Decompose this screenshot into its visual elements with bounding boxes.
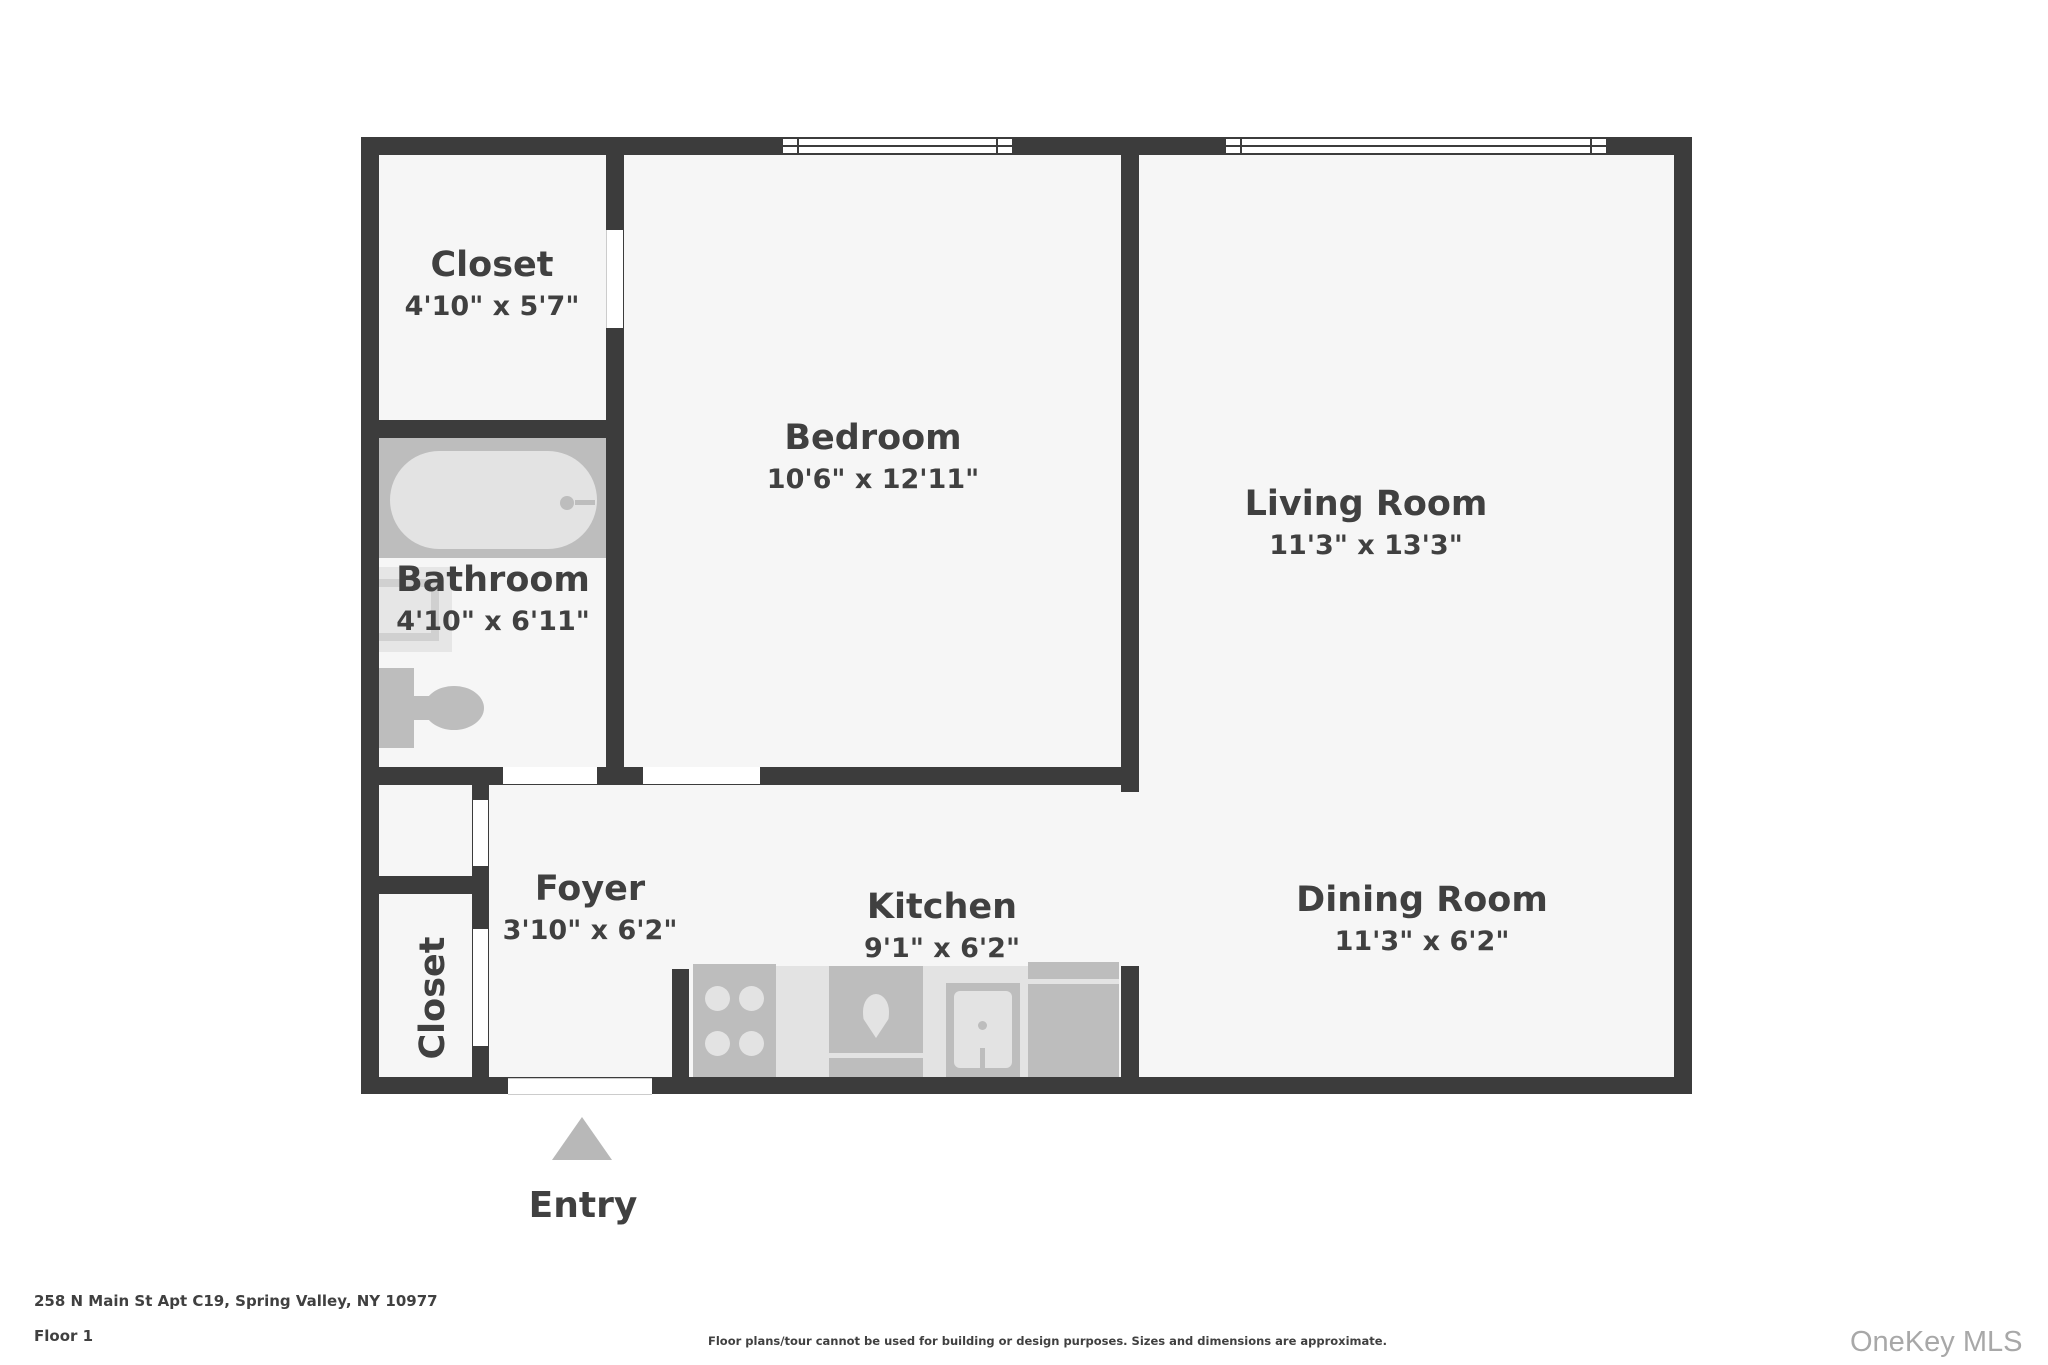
watermark-logo: OneKey MLS (1850, 1326, 2023, 1358)
kitchen-wall-left (672, 969, 689, 1094)
room-label-kitchen: Kitchen 9'1" x 6'2" (863, 887, 1021, 964)
outer-wall-left (361, 137, 379, 1094)
entry-arrow-icon (552, 1117, 612, 1160)
entry-door[interactable] (508, 1078, 652, 1095)
closet-door[interactable] (606, 230, 623, 328)
room-label-closet-bottom: Closet (413, 936, 453, 1059)
dishwasher-drawer (829, 1058, 923, 1077)
floor-label: Floor 1 (34, 1327, 94, 1345)
bedroom-door[interactable] (643, 767, 760, 784)
property-address: 258 N Main St Apt C19, Spring Valley, NY… (34, 1292, 438, 1310)
room-label-foyer: Foyer 3'10" x 6'2" (502, 869, 678, 946)
room-name: Closet (430, 245, 554, 285)
bathroom-door[interactable] (503, 767, 597, 784)
room-dimensions: 3'10" x 6'2" (502, 915, 678, 946)
room-dimensions: 9'1" x 6'2" (863, 933, 1021, 964)
room-name: Dining Room (1296, 880, 1548, 920)
wall-bedroom-living (1121, 137, 1139, 792)
room-label-bedroom: Bedroom 10'6" x 12'11" (766, 418, 980, 495)
kitchen-wall-right (1121, 966, 1139, 1094)
kitchen-sink-icon (946, 983, 1020, 1077)
foyer-closet-door[interactable] (473, 929, 488, 1046)
room-name: Foyer (534, 869, 646, 909)
bedroom-window (783, 137, 1012, 155)
room-label-living-room: Living Room 11'3" x 13'3" (1244, 484, 1488, 561)
refrigerator-icon (1028, 962, 1119, 1077)
room-dimensions: 4'10" x 5'7" (404, 291, 580, 322)
entry-label: Entry (528, 1185, 638, 1226)
dishwasher-icon (829, 966, 923, 1053)
room-label-bathroom: Bathroom 4'10" x 6'11" (396, 560, 590, 637)
room-dimensions: 10'6" x 12'11" (766, 464, 980, 495)
outer-wall-right (1674, 137, 1692, 1094)
room-dimensions: 11'3" x 13'3" (1269, 530, 1463, 561)
living-room-window (1226, 137, 1606, 155)
room-dimensions: 4'10" x 6'11" (396, 606, 590, 637)
toilet-icon (379, 668, 489, 748)
room-dimensions: 11'3" x 6'2" (1334, 926, 1510, 957)
room-name: Living Room (1244, 484, 1488, 524)
room-name: Kitchen (866, 887, 1018, 927)
apartment-floor (361, 137, 1692, 1094)
bathtub-icon (379, 438, 606, 558)
wall-between-small-closets (361, 876, 489, 894)
stove-icon (693, 964, 776, 1077)
outer-wall-bottom (361, 1077, 1692, 1094)
wall-closet-bathroom (361, 420, 624, 438)
room-name: Bedroom (784, 418, 962, 458)
utility-closet-door[interactable] (473, 800, 488, 866)
room-name: Bathroom (396, 560, 590, 600)
room-name: Closet (413, 936, 453, 1060)
room-label-dining-room: Dining Room 11'3" x 6'2" (1296, 880, 1548, 957)
bathroom-sink-icon (379, 567, 452, 652)
room-label-closet-top: Closet 4'10" x 5'7" (404, 245, 580, 322)
disclaimer: Floor plans/tour cannot be used for buil… (708, 1334, 1387, 1348)
